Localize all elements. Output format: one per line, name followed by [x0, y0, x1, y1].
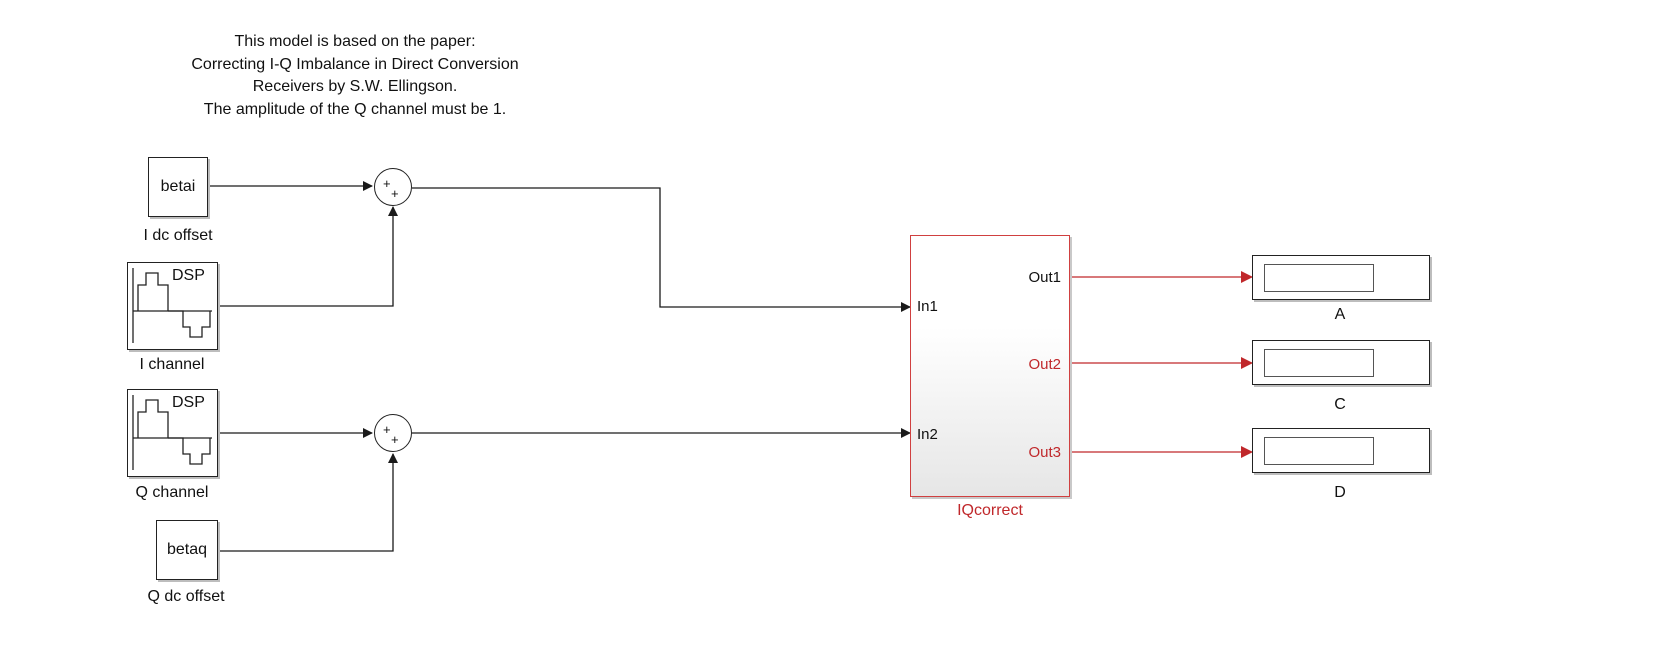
sum-sign: +	[391, 432, 399, 447]
constant-value: betai	[160, 178, 196, 195]
output-port-label-out3: Out3	[1028, 444, 1061, 461]
subsystem-block-iqcorrect[interactable]: In1 In2 Out1 Out2 Out3	[910, 235, 1070, 497]
signal-source-block-i-channel[interactable]: DSP	[127, 262, 218, 350]
sum-sign: +	[391, 186, 399, 201]
block-label-display-c[interactable]: C	[1334, 396, 1346, 413]
signal-waveform-icon	[132, 268, 212, 343]
output-port-label-out2: Out2	[1028, 356, 1061, 373]
display-readout	[1264, 437, 1374, 465]
annotation-line: Receivers by S.W. Ellingson.	[252, 78, 458, 95]
constant-value: betaq	[166, 541, 208, 558]
block-label-iqcorrect[interactable]: IQcorrect	[957, 502, 1023, 519]
display-block-c[interactable]	[1252, 340, 1430, 385]
output-port-label-out1: Out1	[1028, 269, 1061, 286]
block-label-display-a[interactable]: A	[1334, 306, 1346, 323]
sum-sign: +	[383, 422, 391, 437]
signal-source-block-q-channel[interactable]: DSP	[127, 389, 218, 477]
block-label-i-channel[interactable]: I channel	[139, 356, 205, 373]
annotation-line: The amplitude of the Q channel must be 1…	[203, 100, 507, 118]
display-readout	[1264, 349, 1374, 377]
signal-sum-i-to-in1[interactable]	[412, 187, 911, 312]
display-block-d[interactable]	[1252, 428, 1430, 473]
signal-waveform-icon	[132, 395, 212, 470]
model-annotation[interactable]: This model is based on the paper: Correc…	[145, 31, 565, 121]
dsp-label: DSP	[172, 267, 205, 284]
block-label-i-dc-offset[interactable]: I dc offset	[143, 227, 213, 244]
block-label-q-channel[interactable]: Q channel	[135, 484, 209, 501]
signal-betaq-to-sum-q[interactable]	[218, 453, 398, 552]
signal-ichannel-to-sum-i[interactable]	[218, 206, 398, 307]
constant-block-betai[interactable]: betai	[148, 157, 208, 217]
constant-block-betaq[interactable]: betaq	[156, 520, 218, 580]
input-port-label-in1: In1	[917, 298, 938, 315]
input-port-label-in2: In2	[917, 426, 938, 443]
display-block-a[interactable]	[1252, 255, 1430, 300]
sum-sign: +	[383, 176, 391, 191]
sum-block-i[interactable]: + +	[374, 168, 412, 206]
dsp-label: DSP	[172, 394, 205, 411]
block-label-q-dc-offset[interactable]: Q dc offset	[147, 588, 225, 605]
sum-block-q[interactable]: + +	[374, 414, 412, 452]
display-readout	[1264, 264, 1374, 292]
annotation-line: This model is based on the paper:	[234, 33, 476, 50]
block-label-display-d[interactable]: D	[1334, 484, 1346, 501]
annotation-line: Correcting I-Q Imbalance in Direct Conve…	[191, 55, 519, 73]
